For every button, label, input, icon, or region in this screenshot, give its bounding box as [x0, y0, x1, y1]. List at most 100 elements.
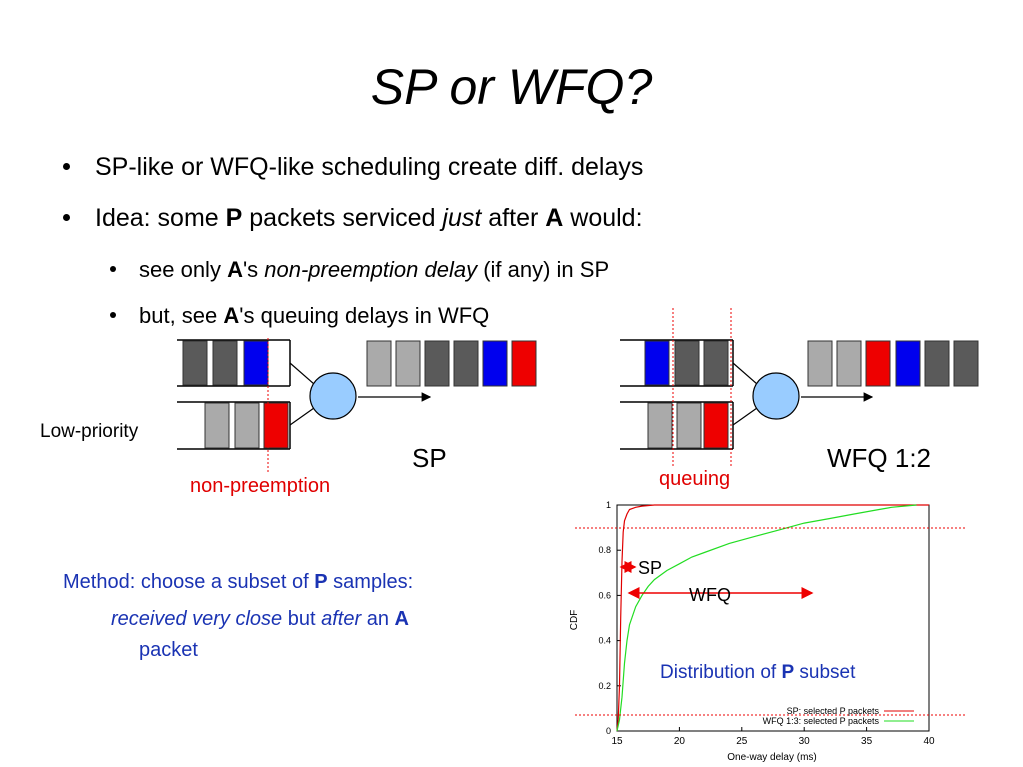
sp-low-queue — [177, 401, 291, 450]
y-tick-label: 0.6 — [598, 590, 611, 600]
bullet-idea-pre: Idea: some — [95, 204, 226, 232]
non-preemption-label: non-preemption — [190, 475, 330, 497]
x-tick-label: 35 — [861, 736, 873, 747]
method-line-1: Method: choose a subset of P samples: — [63, 572, 413, 592]
packet-blue — [243, 340, 269, 386]
packet-light-gray — [836, 340, 862, 387]
method-line-3: packet — [139, 639, 198, 661]
subset-caption: Distribution of P subset — [660, 662, 856, 683]
y-tick-label: 1 — [606, 500, 611, 510]
packet-dark-gray — [703, 340, 729, 386]
y-tick-label: 0 — [606, 726, 611, 736]
sub2-a: A — [223, 303, 240, 328]
wfq-high-queue — [620, 339, 734, 387]
sub-bullet-dot — [110, 312, 116, 318]
subset-caption-pre: Distribution of — [660, 662, 781, 683]
wfq-scheduler — [752, 372, 800, 420]
plot-frame — [616, 504, 930, 732]
bullet-idea-after: after — [481, 204, 546, 232]
chart-legend: SP: selected P packets WFQ 1:3: selected… — [763, 706, 914, 726]
method-p: P — [314, 571, 328, 593]
queuing-label: queuing — [659, 468, 730, 490]
sp-cdf-line — [616, 504, 929, 732]
packet-dark-gray — [424, 340, 450, 387]
bullet-idea-just: just — [442, 204, 482, 232]
method-pre: Method: choose a subset of — [63, 571, 315, 593]
x-tick-label: 30 — [799, 736, 811, 747]
wfq-diagram — [620, 308, 979, 468]
packet-dark-gray — [674, 340, 700, 386]
wfq-output-packets — [807, 340, 979, 387]
y-tick-label: 0.8 — [598, 545, 611, 555]
packet-blue — [895, 340, 921, 387]
packet-dark-gray — [953, 340, 979, 387]
sub1-s: 's — [242, 257, 265, 282]
bullet-idea-mid: packets serviced — [242, 204, 443, 232]
method-a: A — [394, 608, 409, 630]
packet-dark-gray — [212, 340, 238, 386]
packet-red — [865, 340, 891, 387]
sub1-a: A — [227, 257, 243, 282]
sp-high-queue — [177, 339, 291, 387]
packet-light-gray — [204, 402, 230, 449]
bullet-idea-a: A — [545, 204, 564, 232]
sub1-post: (if any) in SP — [477, 257, 610, 282]
bullet-idea-p: P — [225, 204, 243, 232]
packet-dark-gray — [453, 340, 479, 387]
packet-red — [263, 402, 289, 449]
sub1-npd: non-preemption delay — [264, 257, 478, 282]
method-but: but — [282, 608, 322, 630]
x-tick-label: 15 — [611, 736, 623, 747]
y-axis-ticks: 0 0.2 0.4 0.6 0.8 1 — [598, 500, 621, 736]
sp-output-packets — [366, 340, 537, 387]
wfq-cdf-line — [616, 504, 917, 732]
sub2-post: 's queuing delays in WFQ — [239, 303, 490, 328]
method-rvc: received very close — [111, 608, 283, 630]
wfq-label: WFQ 1:2 — [827, 443, 931, 473]
y-tick-label: 0.2 — [598, 681, 611, 691]
low-priority-label: Low-priority — [40, 421, 139, 442]
sub2-pre: but, see — [139, 303, 224, 328]
sub-bullet-dot — [110, 266, 116, 272]
packet-blue — [482, 340, 508, 387]
packet-red — [703, 402, 729, 449]
packet-light-gray — [807, 340, 833, 387]
legend-wfq-label: WFQ 1:3: selected P packets — [763, 716, 880, 726]
sub-bullet-wfq: but, see A's queuing delays in WFQ — [110, 303, 490, 328]
packet-light-gray — [395, 340, 421, 387]
sp-annotation: SP — [638, 558, 662, 578]
bullet-idea-post: would: — [563, 204, 643, 232]
method-post: samples: — [327, 571, 414, 593]
x-tick-label: 20 — [674, 736, 686, 747]
bullet-dot — [63, 214, 70, 221]
wfq-annotation: WFQ — [689, 585, 731, 605]
legend-sp-label: SP: selected P packets — [787, 706, 880, 716]
sub1-pre: see only — [139, 257, 228, 282]
y-axis-label: CDF — [569, 610, 580, 631]
sp-scheduler — [309, 372, 357, 420]
packet-light-gray — [647, 402, 673, 449]
subset-caption-p: P — [781, 662, 794, 683]
packet-dark-gray — [182, 340, 208, 386]
packet-light-gray — [366, 340, 392, 387]
y-tick-label: 0.4 — [598, 636, 611, 646]
sub-bullet-sp: see only A's non-preemption delay (if an… — [110, 257, 610, 282]
packet-light-gray — [234, 402, 260, 449]
sp-label: SP — [412, 443, 447, 473]
x-tick-label: 25 — [736, 736, 748, 747]
bullet-dot — [63, 163, 70, 170]
bullet-scheduling-delays: SP-like or WFQ-like scheduling create di… — [63, 155, 643, 180]
x-axis-ticks: 15 20 25 30 35 40 — [611, 727, 935, 747]
series-lines — [616, 504, 929, 732]
method-after: after — [321, 608, 362, 630]
method-line-2: received very close but after an A — [111, 609, 409, 629]
x-tick-label: 40 — [923, 736, 935, 747]
bullet-idea: Idea: some P packets serviced just after… — [63, 204, 643, 232]
method-an: an — [361, 608, 395, 630]
packet-dark-gray — [924, 340, 950, 387]
slide-title: SP or WFQ? — [370, 59, 653, 115]
packet-red — [511, 340, 537, 387]
subset-caption-post: subset — [794, 662, 856, 683]
